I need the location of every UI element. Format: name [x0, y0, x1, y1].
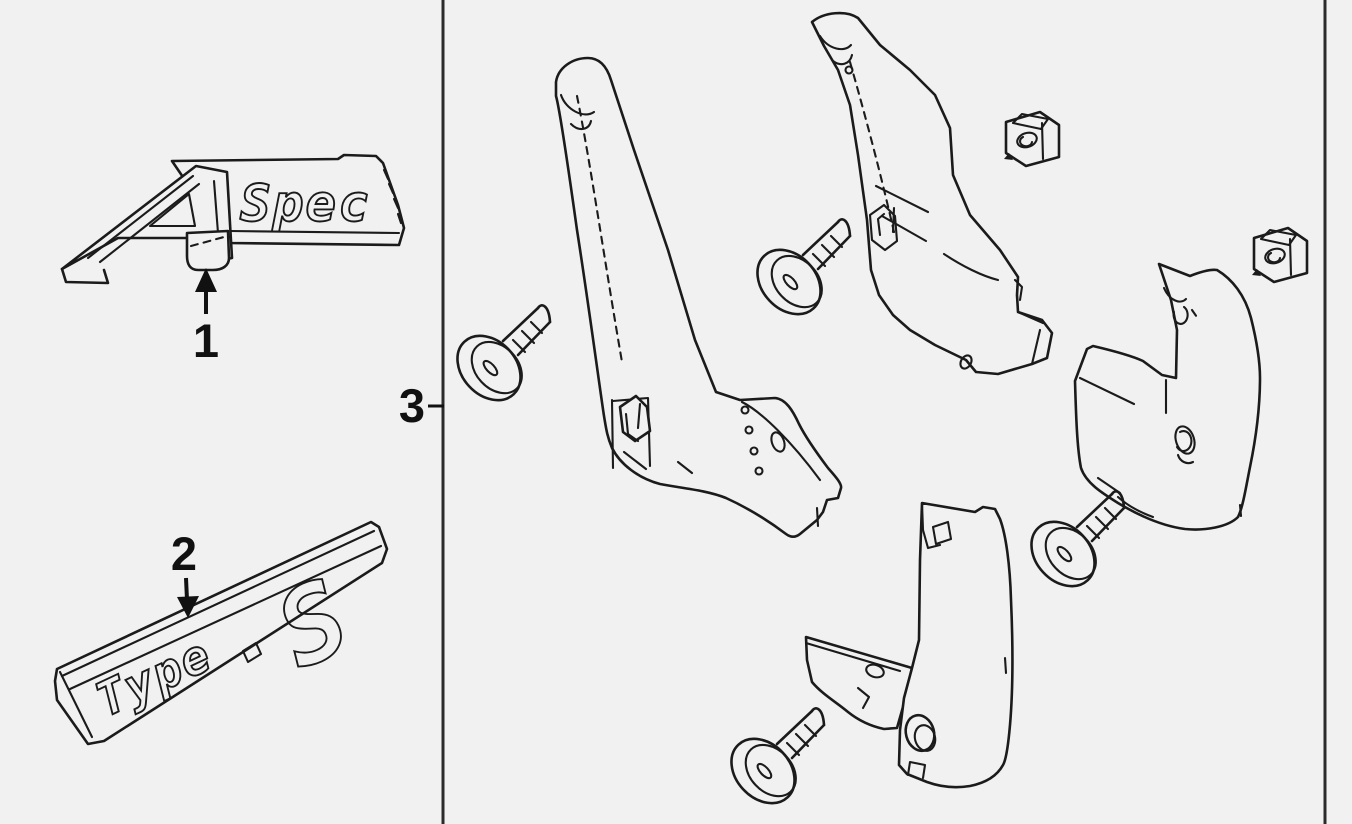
guard-grommet [1174, 425, 1196, 455]
guard-tab-hole [931, 520, 953, 546]
guard-outline [897, 501, 1014, 789]
callout-2[interactable]: 2 [171, 527, 199, 618]
callout-2-arrowhead [177, 596, 199, 618]
letter-a-counter [148, 192, 197, 228]
a-spec-emblem-drawing: Spec [60, 153, 406, 285]
guard-outline [554, 56, 843, 538]
bar-endcap-line [58, 670, 94, 739]
guard-step-line [856, 686, 871, 710]
callout-2-arrow-line [184, 577, 189, 601]
guard-top-curl [831, 53, 854, 66]
guard-d-hole [868, 203, 899, 252]
mounting-screw-icon [443, 304, 552, 415]
guard-crease-dash [848, 60, 896, 234]
guard-grommet-inner [913, 724, 937, 752]
u-nut-clip-icon [1250, 226, 1309, 284]
guard-crease [610, 398, 615, 470]
letter-a-inner-line [86, 174, 195, 260]
callout-3[interactable]: 3 [399, 379, 444, 432]
bar-bevel-line [68, 544, 383, 691]
bracket-detail-line [624, 402, 642, 443]
letter-a-base [60, 267, 110, 285]
guard-flap-outline [804, 635, 914, 731]
guard-hole [844, 65, 854, 75]
guard-slot-hole [770, 431, 786, 453]
plaque-edge-hatch [382, 168, 403, 225]
guard-hole [749, 446, 759, 456]
callout-1-number[interactable]: 1 [193, 314, 219, 367]
guard-hatch [874, 184, 930, 243]
guard-flap-inner-line [804, 641, 902, 673]
guard-tick [1238, 503, 1243, 518]
spec-script-text: Spec [240, 175, 371, 234]
bar-bevel-line [60, 529, 376, 678]
callout-2-number[interactable]: 2 [171, 527, 197, 580]
guard-foot-line [1016, 310, 1045, 366]
guard-notch-line [920, 501, 942, 550]
guard-outline [1073, 262, 1262, 531]
guard-bottom-tab [906, 760, 927, 780]
guard-grommet-inner [1175, 430, 1193, 453]
emblem-mount-tab [185, 229, 231, 272]
bar-notch [241, 641, 263, 664]
guard-outline [810, 11, 1054, 376]
callout-3-number[interactable]: 3 [399, 379, 425, 432]
guard-crease-dash [1190, 308, 1201, 322]
guard-hole [740, 405, 750, 415]
callout-1[interactable]: 1 [193, 268, 219, 367]
guard-hatch [622, 450, 694, 475]
guard-hole [959, 354, 973, 370]
guard-hole [865, 663, 885, 679]
mounting-screw-icon [1017, 490, 1126, 601]
guard-grommet-arc [1176, 453, 1195, 465]
mounting-screw-icon [743, 218, 852, 329]
u-nut-clip-icon [1002, 110, 1061, 168]
guard-top-curl [559, 93, 596, 116]
guard-top-curl [1172, 305, 1189, 325]
guard-edge-tab [1013, 278, 1024, 302]
mount-tab-dash [189, 235, 226, 248]
plaque-inner-line [228, 229, 401, 235]
guard-top-curl [818, 34, 853, 51]
guard-top-curl [1162, 286, 1188, 303]
letter-a-inner-line [98, 182, 201, 264]
guard-foot-ledge [611, 396, 652, 468]
guard-foot-inner [740, 400, 822, 482]
splash-guard-rear-right-drawing [1073, 262, 1262, 531]
guard-hole [744, 425, 754, 435]
guard-crease-dash [575, 94, 624, 364]
guard-flap-crease [1078, 376, 1136, 406]
guard-crease [942, 252, 1000, 282]
guard-hole [754, 466, 764, 476]
splash-guard-front-right-drawing [810, 11, 1054, 376]
guard-edge-line [815, 506, 820, 528]
callout-1-arrowhead [195, 268, 217, 292]
splash-guard-rear-left-drawing [804, 501, 1014, 789]
type-s-emblem-drawing: Type S [53, 520, 389, 746]
guard-tick [1003, 656, 1008, 675]
splash-guard-front-left-drawing [554, 56, 843, 538]
mounting-screw-icon [717, 707, 826, 818]
letter-a-inner-line [212, 179, 220, 235]
